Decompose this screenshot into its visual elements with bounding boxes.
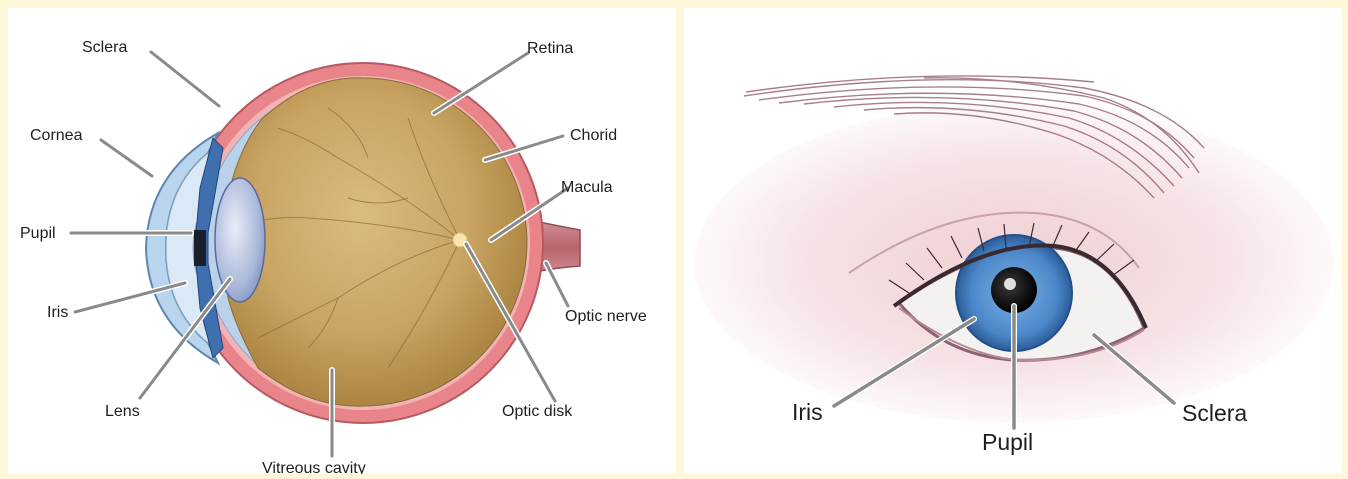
label-lens: Lens	[105, 403, 140, 420]
label-vitreous-cavity: Vitreous cavity	[262, 460, 366, 474]
pupil-glint	[1004, 278, 1016, 290]
label-optic-disk: Optic disk	[502, 403, 573, 420]
external-eye-diagram: Iris Pupil Sclera	[684, 8, 1342, 474]
label-optic-nerve: Optic nerve	[565, 308, 647, 325]
external-eye-panel: Iris Pupil Sclera	[684, 8, 1342, 474]
label-iris: Iris	[47, 304, 68, 321]
eye-cross-section-panel: Sclera Retina Cornea Chorid Macula Pupil…	[8, 8, 676, 474]
label-pupil: Pupil	[20, 225, 56, 242]
label-macula: Macula	[561, 179, 613, 196]
eye-cross-section-diagram: Sclera Retina Cornea Chorid Macula Pupil…	[8, 8, 676, 474]
label-chorid: Chorid	[570, 127, 617, 144]
pupil-shape	[194, 230, 206, 266]
label-sclera: Sclera	[82, 39, 127, 56]
label-pupil-external: Pupil	[982, 429, 1033, 455]
label-cornea: Cornea	[30, 127, 83, 144]
label-iris-external: Iris	[792, 399, 823, 425]
lens-shape	[215, 178, 265, 302]
label-retina: Retina	[527, 40, 573, 57]
label-sclera-external: Sclera	[1182, 400, 1247, 426]
